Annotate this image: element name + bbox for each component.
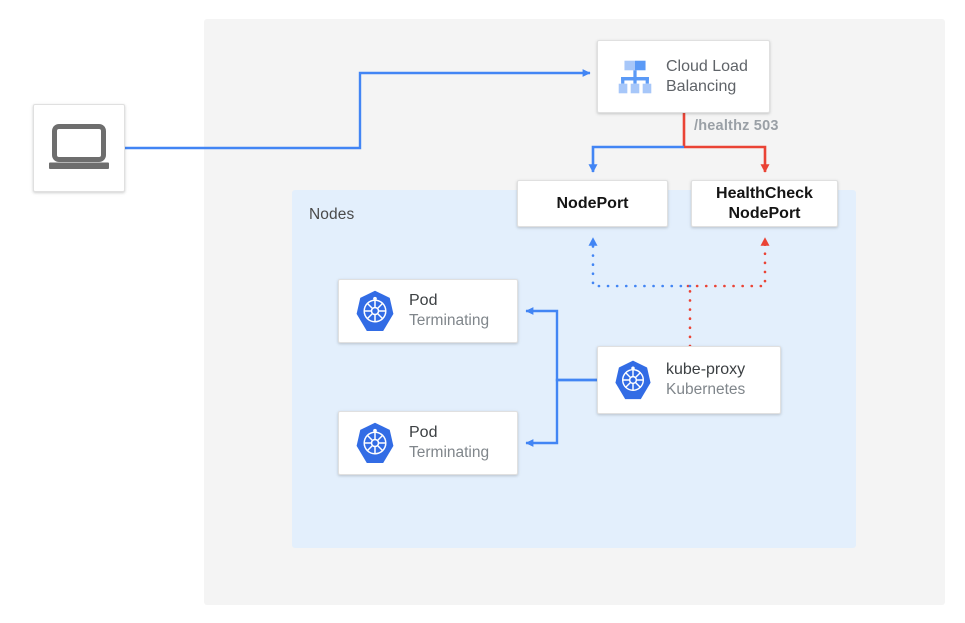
healthcheck-nodeport-title: HealthCheck NodePort [716, 184, 813, 222]
nodeport-card: NodePort [517, 180, 668, 227]
kubernetes-icon [615, 360, 651, 400]
pod-2-title: Pod [409, 423, 438, 441]
healthcheck-nodeport-card: HealthCheck NodePort [691, 180, 838, 227]
healthz-503-label: /healthz 503 [694, 118, 779, 134]
pod-card-1: Pod Terminating [338, 279, 518, 343]
pod-1-status: Terminating [409, 311, 490, 329]
client-laptop-card [33, 104, 125, 192]
nodes-panel-label: Nodes [309, 206, 355, 223]
laptop-icon [49, 124, 109, 169]
nodeport-title: NodePort [556, 194, 629, 212]
kube-proxy-subtitle: Kubernetes [666, 380, 746, 398]
kubernetes-icon [356, 290, 394, 332]
pod-card-2: Pod Terminating [338, 411, 518, 475]
pod-1-title: Pod [409, 291, 438, 309]
kube-proxy-card: kube-proxy Kubernetes [597, 346, 781, 414]
cloud-load-balancing-card: Cloud Load Balancing [597, 40, 770, 113]
kubernetes-icon [356, 422, 394, 464]
cloud-load-balancing-title: Cloud Load Balancing [666, 57, 748, 95]
kube-proxy-title: kube-proxy [666, 360, 746, 378]
cloud-load-balancing-icon [618, 60, 652, 93]
pod-2-status: Terminating [409, 443, 490, 461]
